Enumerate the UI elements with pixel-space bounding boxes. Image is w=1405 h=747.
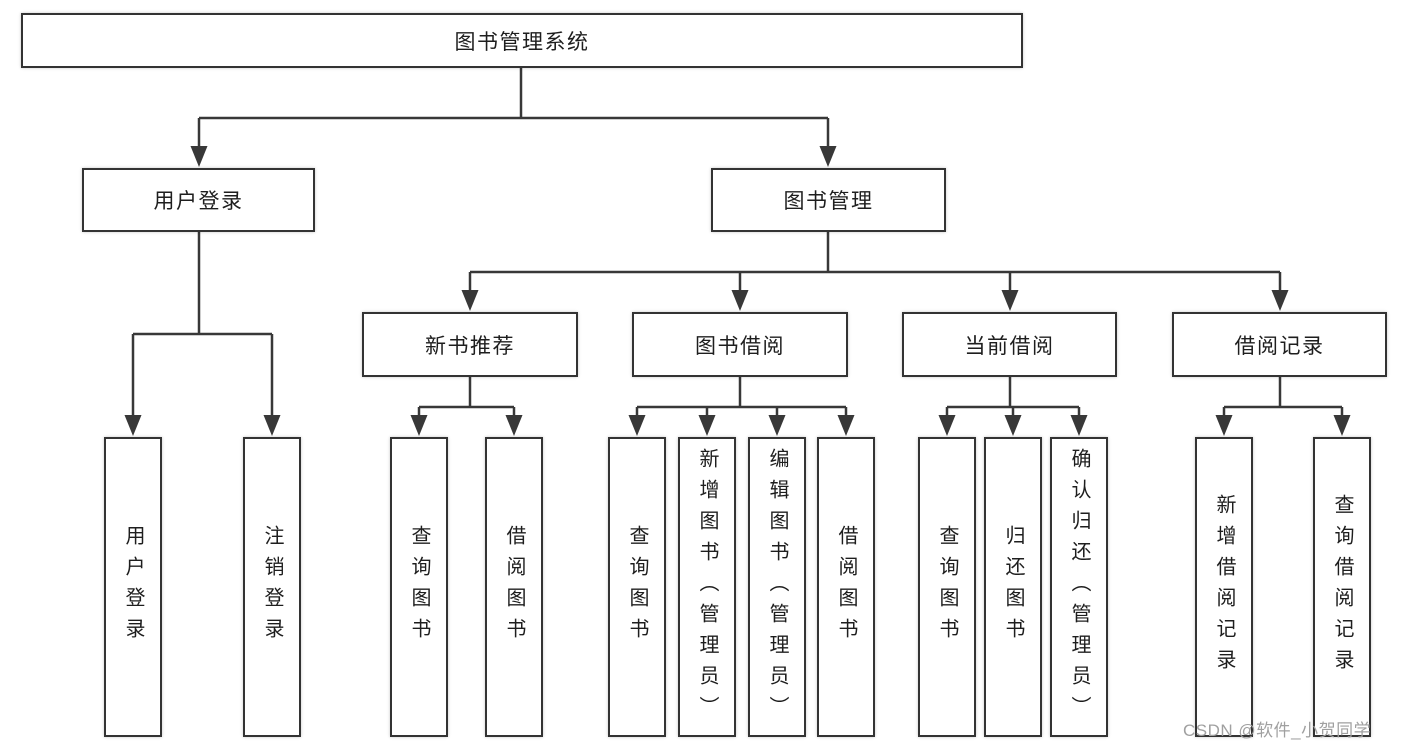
node-library-management-system: 图书管理系统 [21,13,1023,68]
node-book-management: 图书管理 [711,168,946,232]
leaf-label: 借阅图书 [503,525,525,649]
node-leaf-logout: 注销登录 [243,437,301,737]
leaf-label: 新增借阅记录 [1213,494,1235,680]
leaf-label: 归还图书 [1002,525,1024,649]
leaf-label: 编辑图书（管理员） [766,447,788,727]
node-new-book-recommendation: 新书推荐 [362,312,578,377]
leaf-label: 查询图书 [626,525,648,649]
node-leaf-borrow-books-1: 借阅图书 [485,437,543,737]
node-leaf-confirm-return-admin: 确认归还（管理员） [1050,437,1108,737]
node-leaf-add-books-admin: 新增图书（管理员） [678,437,736,737]
leaf-label: 确认归还（管理员） [1068,447,1090,727]
node-user-login: 用户登录 [82,168,315,232]
node-book-borrowing: 图书借阅 [632,312,848,377]
node-leaf-query-books-1: 查询图书 [390,437,448,737]
node-leaf-add-borrow-record: 新增借阅记录 [1195,437,1253,737]
csdn-watermark: CSDN @软件_小贺同学 [1183,721,1372,740]
node-leaf-return-books: 归还图书 [984,437,1042,737]
leaf-label: 查询图书 [936,525,958,649]
node-borrowing-records: 借阅记录 [1172,312,1387,377]
node-leaf-query-books-2: 查询图书 [608,437,666,737]
leaf-label: 查询图书 [408,525,430,649]
leaf-label: 用户登录 [122,525,144,649]
node-leaf-query-books-3: 查询图书 [918,437,976,737]
node-leaf-query-borrow-record: 查询借阅记录 [1313,437,1371,737]
leaf-label: 新增图书（管理员） [696,447,718,727]
node-leaf-user-login: 用户登录 [104,437,162,737]
node-current-borrowing: 当前借阅 [902,312,1117,377]
leaf-label: 借阅图书 [835,525,857,649]
leaf-label: 注销登录 [261,525,283,649]
leaf-label: 查询借阅记录 [1331,494,1353,680]
node-leaf-borrow-books-2: 借阅图书 [817,437,875,737]
node-leaf-edit-books-admin: 编辑图书（管理员） [748,437,806,737]
